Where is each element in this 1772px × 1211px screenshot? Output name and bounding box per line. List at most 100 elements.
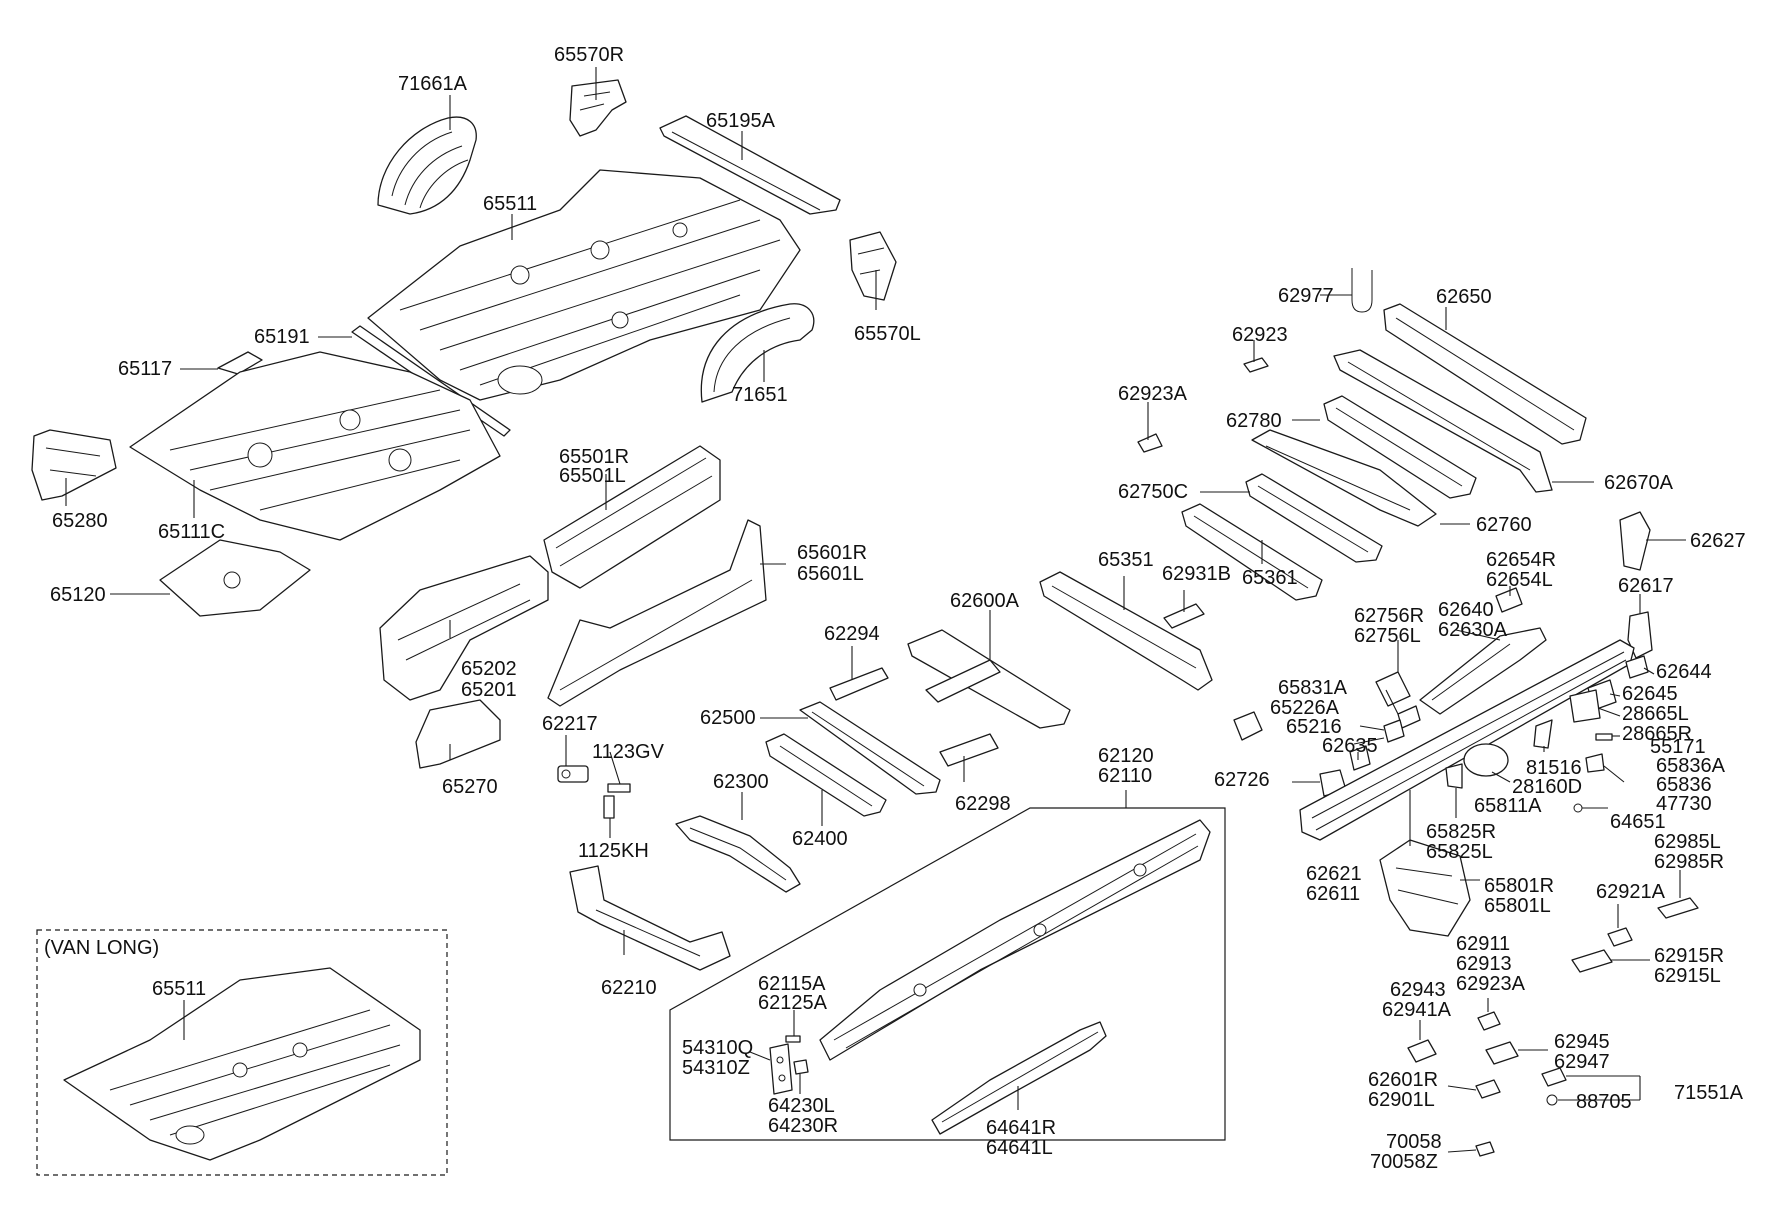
part-28665-bracket: [1569, 689, 1601, 723]
label-65226a: 65226A: [1270, 697, 1340, 719]
label-62654l: 62654L: [1486, 569, 1553, 591]
label-62901l: 62901L: [1368, 1089, 1435, 1111]
part-62760-rail: [1323, 395, 1477, 499]
label-65191: 65191: [254, 326, 310, 348]
label-62943: 62943: [1390, 979, 1446, 1001]
label-65825r: 65825R: [1426, 821, 1496, 843]
label-65120: 65120: [50, 584, 106, 606]
label-62611: 62611: [1306, 883, 1360, 905]
label-65801l: 65801L: [1484, 895, 1551, 917]
part-62943-plate: [1407, 1039, 1437, 1063]
part-62750c-rail: [1245, 473, 1383, 563]
part-65511-van-long-floor: [63, 967, 421, 1161]
label-65601l: 65601L: [797, 563, 864, 585]
label-62941a: 62941A: [1382, 999, 1452, 1021]
label-62923a-bottom: 62923A: [1456, 973, 1526, 995]
part-62217-bracket: [557, 765, 589, 783]
label-62210: 62210: [601, 977, 657, 999]
part-65226a-bracket: [1383, 719, 1405, 743]
label-65836a: 65836A: [1656, 755, 1726, 777]
label-62985l: 62985L: [1654, 831, 1721, 853]
label-28665r: 28665R: [1622, 723, 1692, 745]
label-62217: 62217: [542, 713, 598, 735]
label-65825l: 65825L: [1426, 841, 1493, 863]
label-62780: 62780: [1226, 410, 1282, 432]
label-62923a-top: 62923A: [1118, 383, 1188, 405]
label-54310z: 54310Z: [682, 1057, 750, 1079]
part-62977-hook: [1351, 268, 1373, 313]
part-64641-rail: [931, 1021, 1107, 1135]
part-65511-rear-floor: [367, 169, 801, 401]
part-62120-frame-assembly: [819, 819, 1211, 1061]
part-81516-plate: [1533, 719, 1553, 749]
label-62120: 62120: [1098, 745, 1154, 767]
part-64230-bracket: [793, 1059, 809, 1075]
label-62911: 62911: [1456, 933, 1510, 955]
label-62617: 62617: [1618, 575, 1674, 597]
part-65361-rail: [1181, 503, 1323, 601]
part-62985-plate: [1657, 897, 1699, 919]
label-64641r: 64641R: [986, 1117, 1056, 1139]
part-62210-crossmember: [569, 865, 731, 971]
part-65801-rear-member: [1379, 839, 1471, 937]
label-62500: 62500: [700, 707, 756, 729]
label-62400: 62400: [792, 828, 848, 850]
part-65111c-front-floor: [129, 351, 501, 541]
label-65117: 65117: [118, 358, 172, 380]
label-65836: 65836: [1656, 774, 1712, 796]
label-62756r: 62756R: [1354, 605, 1424, 627]
label-65280: 65280: [52, 510, 108, 532]
label-62756l: 62756L: [1354, 625, 1421, 647]
part-65351-rail: [1039, 571, 1213, 691]
part-65117-bracket: [217, 351, 263, 375]
label-62645: 62645: [1622, 683, 1678, 705]
label-1123gv: 1123GV: [592, 741, 665, 763]
label-64651: 64651: [1610, 811, 1666, 833]
part-62115a-bracket: [785, 1035, 801, 1043]
label-62298: 62298: [955, 793, 1011, 815]
part-62635-bracket: [1349, 745, 1371, 771]
part-88705-nut: [1546, 1094, 1558, 1106]
part-65825-bracket: [1445, 763, 1463, 789]
label-65361: 65361: [1242, 567, 1298, 589]
part-71651-wheelhouse: [700, 303, 815, 403]
part-62670a-rail: [1333, 349, 1553, 493]
label-65111c: 65111C: [158, 521, 225, 543]
label-62985r: 62985R: [1654, 851, 1724, 873]
part-62644-bracket: [1625, 655, 1649, 679]
label-62750c: 62750C: [1118, 481, 1188, 503]
label-88705: 88705: [1576, 1091, 1632, 1113]
label-70058: 70058: [1386, 1131, 1442, 1153]
part-62650-rail: [1383, 303, 1587, 445]
part-71661a-wheelhouse: [377, 116, 477, 215]
label-62300: 62300: [713, 771, 769, 793]
part-62931b-bracket: [1163, 603, 1205, 629]
label-62915l: 62915L: [1654, 965, 1721, 987]
part-62915-plate: [1571, 949, 1613, 973]
part-71551a-plate: [1541, 1067, 1567, 1087]
label-71661a: 71661A: [398, 73, 468, 95]
frame-assembly-callout-frame: [669, 807, 1226, 1141]
label-62601r: 62601R: [1368, 1069, 1438, 1091]
part-62640-bracket: [1419, 627, 1547, 715]
part-65601-side-sill: [547, 519, 767, 707]
label-62627: 62627: [1690, 530, 1746, 552]
part-62923-plate: [1243, 357, 1269, 373]
label-71651: 71651: [732, 384, 788, 406]
part-65202-front-section: [379, 555, 549, 701]
part-54310q-bracket: [769, 1043, 793, 1095]
label-65801r: 65801R: [1484, 875, 1554, 897]
part-number-labels: 71661A 65570R 65195A 65511 65570L 65191 …: [44, 44, 1746, 1173]
part-62923a-bottom-plate: [1477, 1011, 1501, 1031]
label-65216: 65216: [1286, 716, 1342, 738]
part-62298-bracket: [939, 733, 999, 767]
label-62923: 62923: [1232, 324, 1288, 346]
part-62654-bracket: [1495, 587, 1523, 613]
part-55171-pin: [1595, 733, 1613, 741]
part-65570r-bracket: [569, 79, 627, 137]
label-28665l: 28665L: [1622, 703, 1689, 725]
label-1125kh: 1125KH: [578, 840, 649, 862]
label-62644: 62644: [1656, 661, 1712, 683]
label-65811a: 65811A: [1474, 795, 1542, 817]
label-62945: 62945: [1554, 1031, 1610, 1053]
